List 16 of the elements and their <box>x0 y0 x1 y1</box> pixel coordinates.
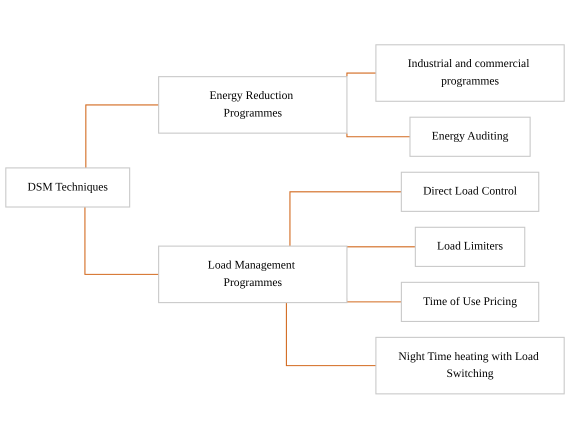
connector <box>346 246 416 250</box>
connector <box>84 206 159 275</box>
connector <box>286 302 376 366</box>
node-box: Night Time heating with Load Switching <box>375 336 565 394</box>
node-box: Energy Auditing <box>409 116 531 157</box>
node-box: Industrial and commercial programmes <box>375 44 565 102</box>
node-box: Time of Use Pricing <box>400 281 540 322</box>
node-box: Direct Load Control <box>400 171 540 212</box>
connector <box>346 72 376 77</box>
connector <box>346 132 410 137</box>
connector <box>289 190 402 246</box>
node-box: Load Management Programmes <box>158 245 348 303</box>
node-box: Load Limiters <box>414 226 526 267</box>
node-box: Energy Reduction Programmes <box>158 76 348 134</box>
node-box: DSM Techniques <box>5 167 130 208</box>
connector <box>85 104 159 168</box>
